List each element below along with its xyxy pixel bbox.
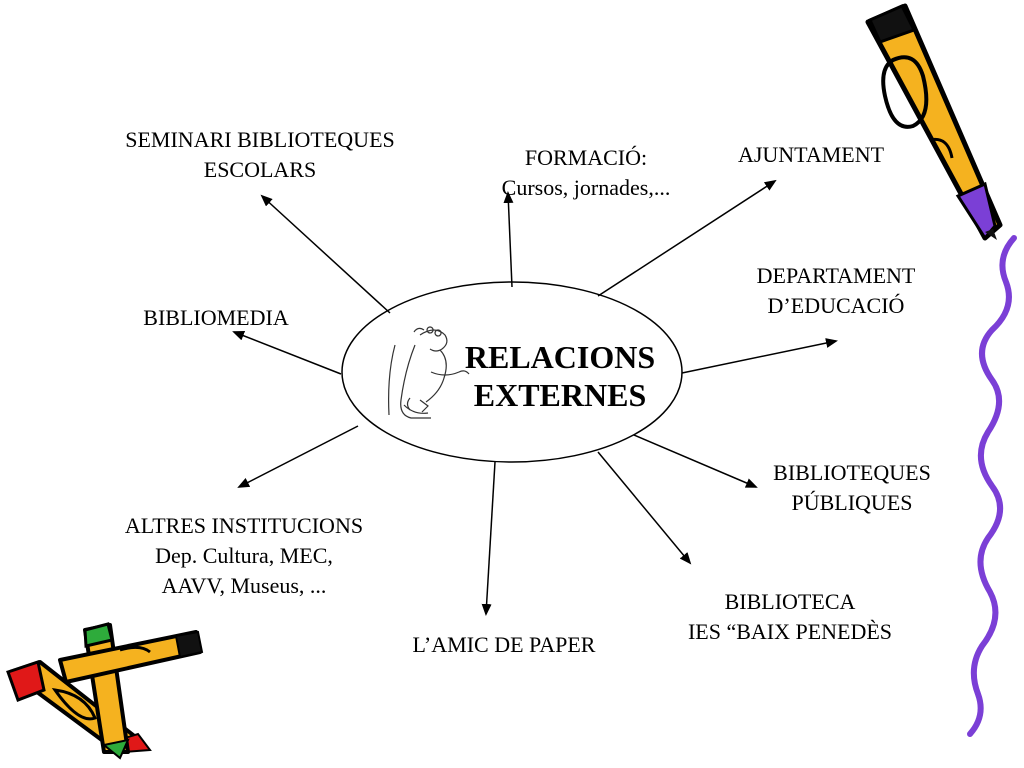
node-seminari: SEMINARI BIBLIOTEQUES ESCOLARS [102,125,418,185]
node-formacio: FORMACIÓ: Cursos, jornades,... [476,143,696,203]
node-altres: ALTRES INSTITUCIONS Dep. Cultura, MEC, A… [94,511,394,601]
pencil-clipart-top-right [865,3,1003,241]
node-formacio-line1: FORMACIÓ: [524,145,648,170]
node-seminari-line1: SEMINARI BIBLIOTEQUES [125,127,395,152]
purple-squiggle-line [967,235,1017,737]
node-departament: DEPARTAMENT D’EDUCACIÓ [736,261,936,321]
arrow-departament [681,338,838,374]
arrow-formacio [503,191,514,288]
node-ajuntament-line1: AJUNTAMENT [737,142,885,167]
center-title-line1: RELACIONS [464,339,656,375]
arrow-seminari [260,194,391,314]
node-biblioteca-line2: IES “BAIX PENEDÈS [687,619,893,644]
node-seminari-line2: ESCOLARS [203,157,317,182]
node-departament-line2: D’EDUCACIÓ [767,293,905,318]
node-departament-line1: DEPARTAMENT [756,263,916,288]
node-altres-line2: Dep. Cultura, MEC, [155,543,333,568]
node-formacio-line2: Cursos, jornades,... [501,175,671,200]
node-biblioteca: BIBLIOTECA IES “BAIX PENEDÈS [660,587,920,647]
arrow-altres [237,425,359,488]
node-biblioteca-line1: BIBLIOTECA [724,589,856,614]
pencils-clipart-bottom-left [6,622,204,760]
node-bibliomedia: BIBLIOMEDIA [122,303,310,333]
arrow-bibliomedia [232,330,342,375]
thinking-figure-clipart [388,326,470,419]
node-ajuntament: AJUNTAMENT [718,140,904,170]
arrow-amic [481,461,496,616]
node-amic: L’AMIC DE PAPER [388,630,620,660]
node-altres-line1: ALTRES INSTITUCIONS [124,513,364,538]
node-biblioteques-line1: BIBLIOTEQUES [773,460,931,485]
node-amic-line1: L’AMIC DE PAPER [412,632,596,657]
node-altres-line3: AAVV, Museus, ... [161,573,327,598]
node-bibliomedia-line1: BIBLIOMEDIA [143,305,289,330]
center-title-line2: EXTERNES [473,377,647,413]
arrow-biblioteca [597,451,692,565]
center-title: RELACIONS EXTERNES [455,338,665,414]
node-biblioteques-line2: PÚBLIQUES [791,490,913,515]
node-biblioteques: BIBLIOTEQUES PÚBLIQUES [752,458,952,518]
arrow-ajuntament [597,179,777,297]
arrow-biblioteques [633,434,758,488]
